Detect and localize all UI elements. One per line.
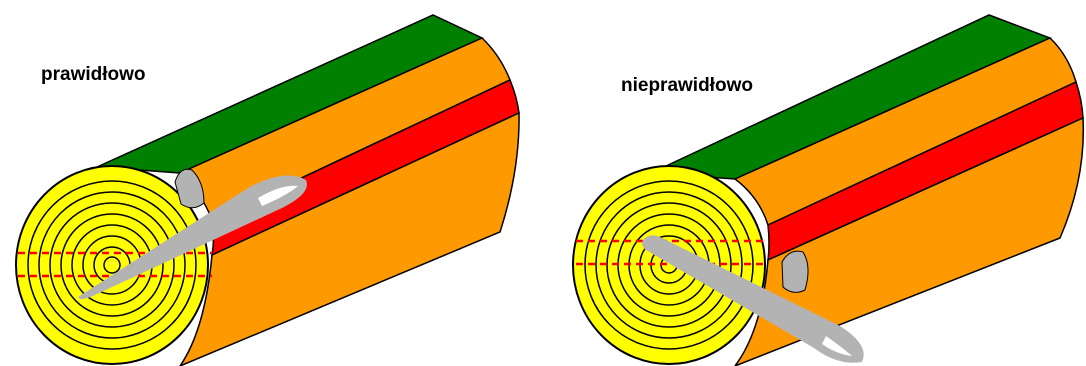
log-incorrect [573,15,1083,366]
label-incorrect: nieprawidłowo [621,75,753,96]
diagram-incorrect: nieprawidłowo [573,15,1083,366]
label-correct: prawidłowo [41,64,146,85]
diagram-correct: prawidłowo [16,15,519,366]
log-end-incorrect [573,166,768,364]
needle-eye-back-incorrect [782,251,808,292]
